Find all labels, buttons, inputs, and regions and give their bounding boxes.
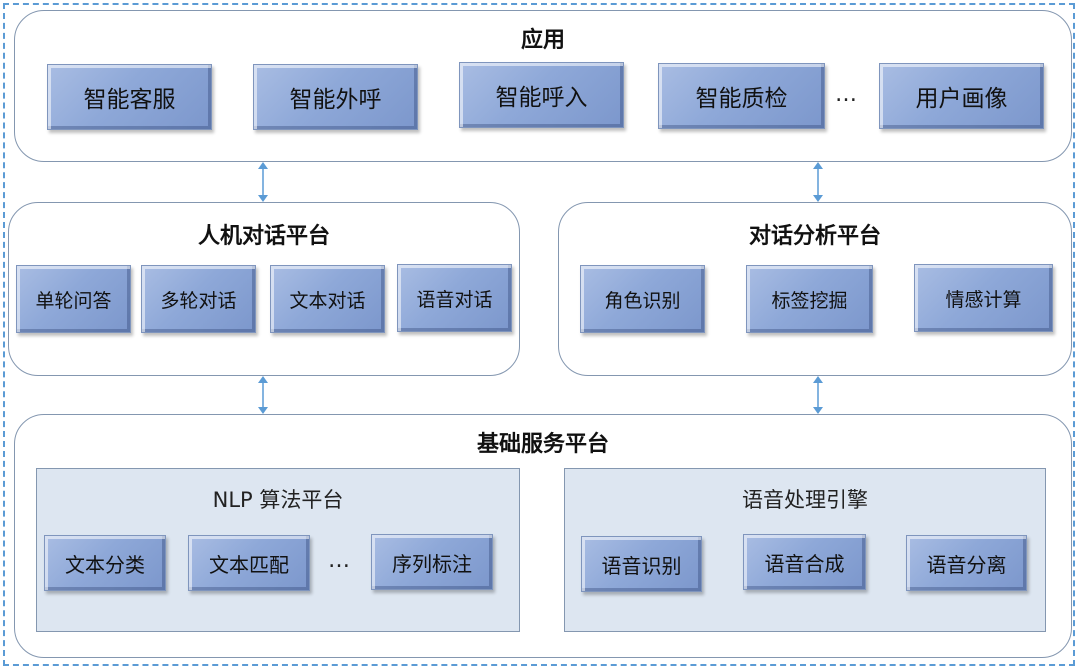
app-item-inbound-call: 智能呼入 [459, 62, 624, 128]
double-arrow-icon [813, 376, 823, 414]
dialog-item-multi-turn: 多轮对话 [141, 265, 256, 333]
speech-engine-title: 语音处理引擎 [742, 488, 868, 512]
analysis-item-sentiment: 情感计算 [914, 264, 1053, 332]
nlp-ellipsis: … [328, 548, 350, 573]
analysis-item-tag-mining: 标签挖掘 [746, 265, 873, 333]
dialog-item-text-dialog: 文本对话 [270, 265, 385, 333]
nlp-item-text-classification: 文本分类 [44, 535, 166, 591]
analysis-platform-title: 对话分析平台 [748, 224, 881, 249]
base-platform-title: 基础服务平台 [476, 432, 609, 457]
app-ellipsis: … [835, 82, 857, 107]
double-arrow-icon [258, 376, 268, 414]
double-arrow-icon [258, 162, 268, 202]
speech-item-synthesis: 语音合成 [743, 534, 866, 590]
app-item-outbound-call: 智能外呼 [253, 64, 418, 130]
double-arrow-icon [813, 162, 823, 202]
app-item-user-profile: 用户画像 [879, 63, 1044, 129]
diagram-frame [3, 3, 1075, 666]
analysis-item-role-recognition: 角色识别 [580, 265, 705, 333]
nlp-platform-title: NLP 算法平台 [212, 488, 344, 512]
speech-item-separation: 语音分离 [906, 535, 1027, 591]
speech-item-recognition: 语音识别 [581, 536, 702, 592]
nlp-item-text-matching: 文本匹配 [188, 535, 310, 591]
application-title: 应用 [520, 28, 565, 53]
app-item-customer-service: 智能客服 [47, 64, 212, 130]
app-item-quality-inspection: 智能质检 [658, 63, 825, 129]
dialog-item-single-turn-qa: 单轮问答 [16, 265, 131, 333]
nlp-item-sequence-labeling: 序列标注 [371, 534, 493, 590]
dialog-item-voice-dialog: 语音对话 [397, 264, 512, 332]
dialog-platform-title: 人机对话平台 [197, 224, 330, 249]
